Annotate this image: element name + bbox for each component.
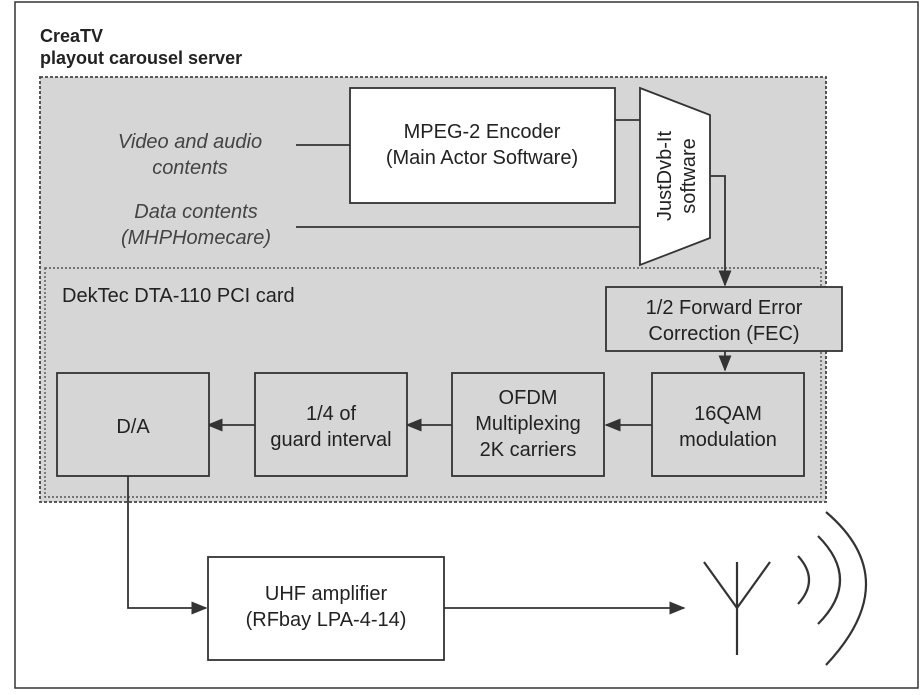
- radio-waves-icon: [797, 511, 867, 666]
- input-video-line1: Video and audio: [118, 131, 262, 153]
- mpeg2-encoder-block: [349, 87, 616, 204]
- encoder-label-line2: (Main Actor Software): [386, 147, 578, 169]
- pci-card-title: DekTec DTA-110 PCI card: [62, 285, 295, 307]
- ofdm-label-line2: Multiplexing: [475, 413, 581, 435]
- guard-label-line1: 1/4 of: [306, 403, 356, 425]
- fec-block: [605, 286, 843, 352]
- mux-label-line1: JustDvb-It: [654, 131, 676, 221]
- amplifier-label-line1: UHF amplifier: [265, 583, 388, 605]
- server-title-line1: CreaTV: [40, 26, 103, 46]
- ofdm-block: [451, 372, 605, 477]
- fec-label-line2: Correction (FEC): [648, 323, 799, 345]
- input-video-line2: contents: [152, 157, 228, 179]
- mux-to-fec-arrow: [710, 175, 732, 287]
- input-data-line1: Data contents: [134, 201, 257, 223]
- uhf-amplifier-block: [207, 556, 445, 661]
- da-converter-block: [56, 372, 210, 477]
- mux-label-group: JustDvb-It software: [654, 131, 700, 221]
- encoder-label-line1: MPEG-2 Encoder: [404, 121, 561, 143]
- guard-label-line2: guard interval: [270, 429, 391, 451]
- ofdm-label-line1: OFDM: [499, 387, 558, 409]
- justdvb-mux-block: [639, 86, 711, 267]
- antenna-icon: [703, 561, 771, 655]
- mux-label-line2: software: [678, 138, 700, 214]
- server-title-line2: playout carousel server: [40, 48, 242, 68]
- da-label: D/A: [116, 416, 150, 438]
- qam-label-line1: 16QAM: [694, 403, 762, 425]
- amplifier-label-line2: (RFbay LPA-4-14): [246, 609, 407, 631]
- ofdm-label-line3: 2K carriers: [480, 439, 577, 461]
- qam-block: [651, 372, 805, 477]
- da-to-amplifier-arrow: [127, 476, 208, 615]
- qam-label-line2: modulation: [679, 429, 777, 451]
- input-data-line2: (MHPHomecare): [121, 227, 271, 249]
- guard-interval-block: [254, 372, 408, 477]
- fec-label-line1: 1/2 Forward Error: [646, 297, 803, 319]
